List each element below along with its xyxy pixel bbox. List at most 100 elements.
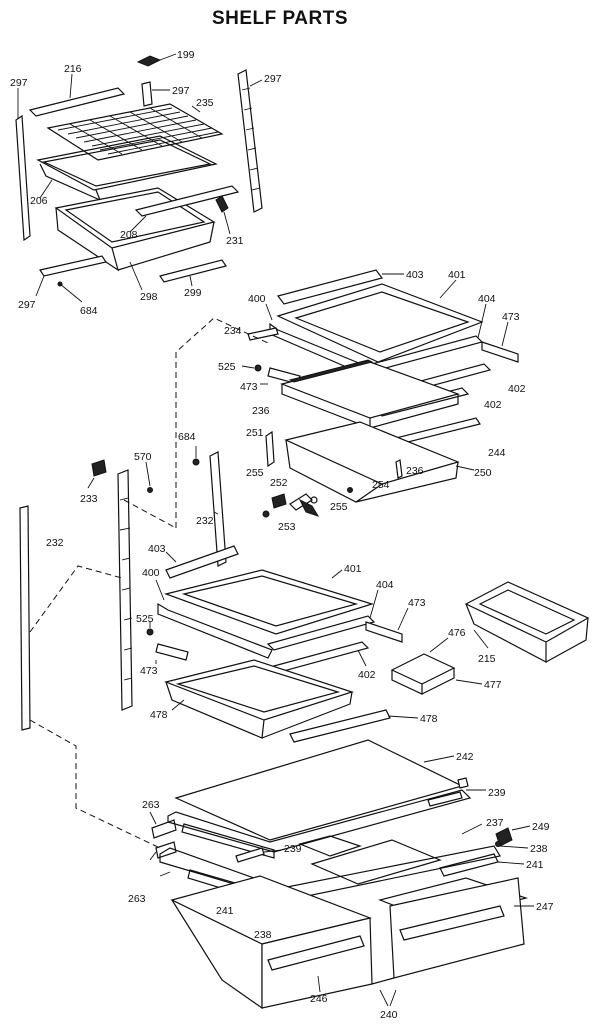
part-297-left-ladder (15, 88, 31, 242)
label-254: 254 (372, 479, 390, 491)
part-525-screw-b (146, 622, 154, 636)
label-525-b: 525 (136, 613, 154, 625)
label-238-a: 238 (530, 843, 548, 855)
part-253-lever (289, 493, 320, 517)
part-239-bracket-a (427, 777, 486, 807)
part-238-slide-a (495, 841, 529, 849)
label-249: 249 (532, 821, 550, 833)
label-297-a: 297 (10, 77, 28, 89)
part-478-crisper-frame (164, 659, 354, 739)
part-232-ladder-far-left (19, 505, 31, 731)
label-473-d: 473 (140, 665, 158, 677)
label-241-b: 241 (216, 905, 234, 917)
part-250-meat-drawer (284, 421, 475, 503)
part-199-clip (136, 53, 177, 67)
label-684-b: 684 (178, 431, 196, 443)
label-400-a: 400 (248, 293, 266, 305)
label-208: 208 (120, 229, 138, 241)
part-297-right-ladder (237, 69, 263, 213)
label-473-c: 473 (408, 597, 426, 609)
label-298: 298 (140, 291, 158, 303)
part-525-screw-a (241, 364, 262, 372)
reference-line-d (29, 719, 161, 849)
part-255-screw-a (262, 510, 270, 518)
part-233-bracket (87, 459, 107, 489)
part-235-wire-shelf (46, 103, 224, 161)
label-234: 234 (224, 325, 242, 337)
label-253: 253 (278, 521, 296, 533)
label-404-a: 404 (478, 293, 496, 305)
label-240: 240 (380, 1009, 398, 1021)
label-199: 199 (177, 49, 195, 61)
label-236-b: 236 (406, 465, 424, 477)
part-299-rail (159, 259, 227, 287)
part-231-bracket (215, 195, 231, 235)
part-473-bracket-a (481, 321, 519, 363)
part-216-rail (28, 73, 126, 117)
part-246-left-drawer (170, 875, 373, 1010)
label-477: 477 (484, 679, 502, 691)
part-249-clip (495, 825, 531, 847)
part-254-pin (347, 487, 353, 493)
reference-line-a (175, 317, 271, 528)
label-231: 231 (226, 235, 244, 247)
part-241-rail-a (439, 853, 525, 877)
label-206: 206 (30, 195, 48, 207)
label-297-d: 297 (18, 299, 36, 311)
label-215: 215 (478, 653, 496, 665)
label-246: 246 (310, 993, 328, 1005)
label-297-c: 297 (264, 73, 282, 85)
part-234-bracket (247, 327, 279, 341)
label-402-a: 402 (508, 383, 526, 395)
part-400-frame-b (155, 579, 273, 659)
label-478-a: 478 (150, 709, 168, 721)
label-684-a: 684 (80, 305, 98, 317)
part-247-right-drawer (371, 877, 534, 985)
label-216: 216 (64, 63, 82, 75)
part-297-bottom-rail (35, 255, 107, 303)
label-404-b: 404 (376, 579, 394, 591)
label-232-a: 232 (196, 515, 214, 527)
part-403-rail-b (165, 545, 239, 579)
label-242: 242 (456, 751, 474, 763)
label-263-a: 263 (142, 799, 160, 811)
part-404-rail-b (266, 589, 379, 651)
label-400-b: 400 (142, 567, 160, 579)
part-208-rail (129, 185, 240, 233)
label-570: 570 (134, 451, 152, 463)
part-263-bracket-a (149, 811, 177, 839)
label-401-b: 401 (344, 563, 362, 575)
part-401-glass-shelf-b (163, 569, 375, 635)
part-473-bracket-c (365, 607, 409, 643)
page-title: SHELF PARTS (211, 8, 349, 29)
part-206-shelf-frame (36, 135, 218, 202)
part-570-screw (145, 461, 153, 493)
label-473-b: 473 (240, 381, 258, 393)
part-478-rail (289, 709, 419, 743)
label-476: 476 (448, 627, 466, 639)
label-473-a: 473 (502, 311, 520, 323)
part-242-glass (174, 739, 464, 841)
label-403-b: 403 (148, 543, 166, 555)
label-251: 251 (246, 427, 264, 439)
part-236-slide (395, 459, 403, 479)
label-239-a: 239 (488, 787, 506, 799)
label-247: 247 (536, 901, 554, 913)
reference-line-b (123, 499, 177, 529)
label-238-b: 238 (254, 929, 272, 941)
label-297-b: 297 (172, 85, 190, 97)
reference-line-c (29, 565, 123, 633)
label-241-a: 241 (526, 859, 544, 871)
label-255-b: 255 (330, 501, 348, 513)
label-252: 252 (270, 477, 288, 489)
label-403-a: 403 (406, 269, 424, 281)
label-237: 237 (486, 817, 504, 829)
part-237-frame (167, 789, 483, 885)
part-255-screw-b (310, 496, 318, 504)
label-232-b: 232 (46, 537, 64, 549)
part-251-latch (265, 430, 275, 468)
label-299: 299 (184, 287, 202, 299)
part-476-egg-tray (390, 637, 483, 695)
